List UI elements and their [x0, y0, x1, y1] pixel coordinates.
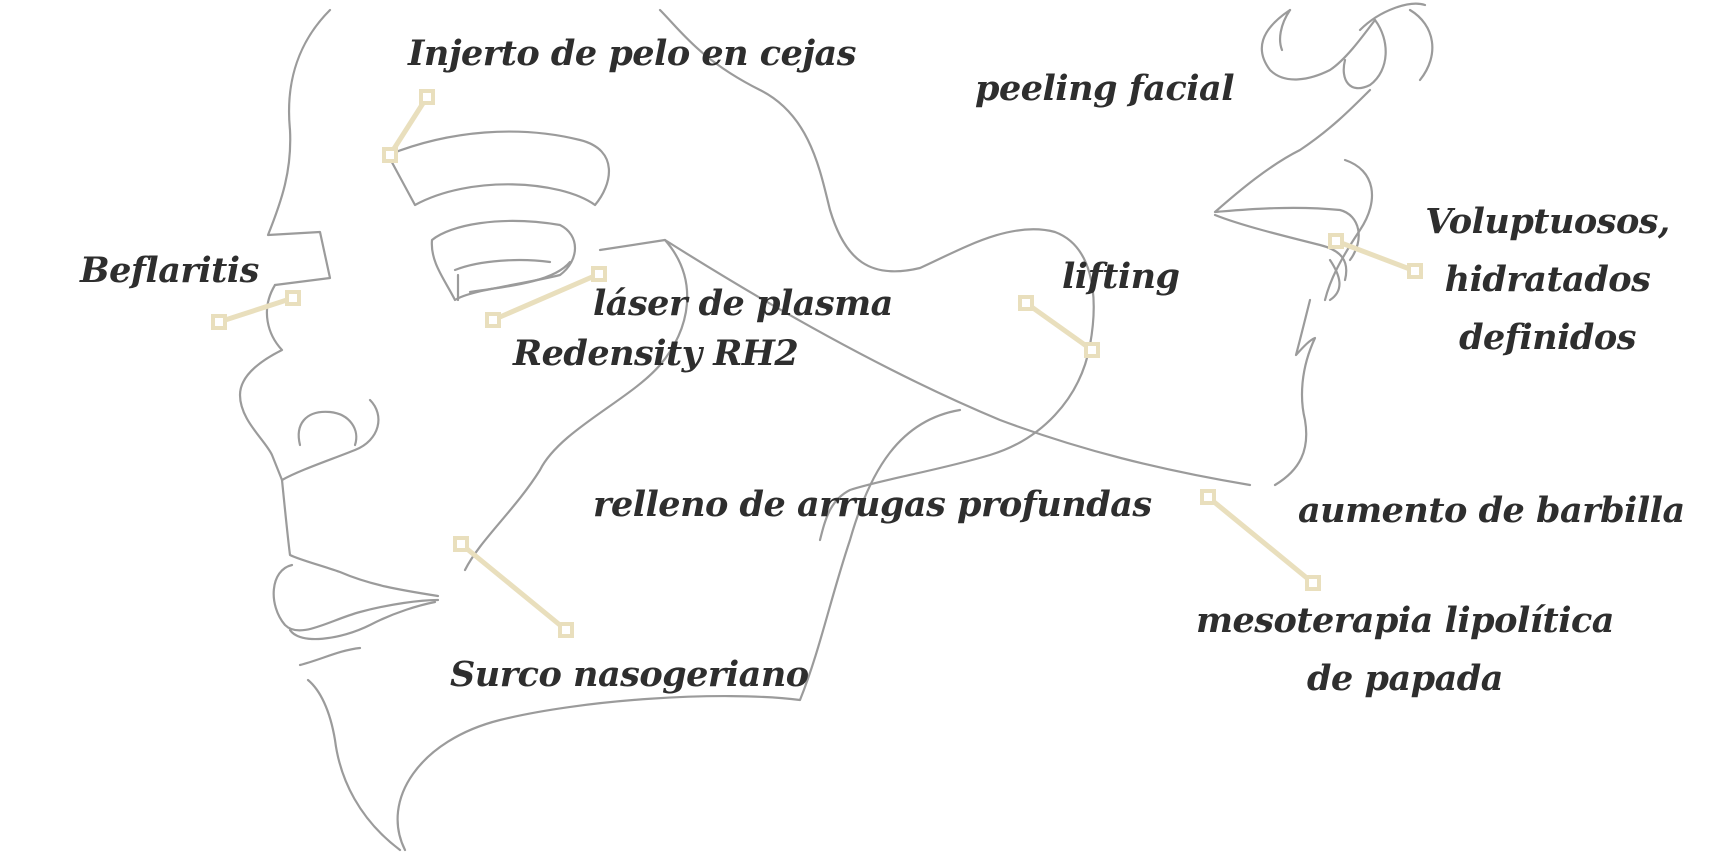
label-mesoterapia-lipolitica-de-papada: mesoterapia lipolítica de papada: [1190, 592, 1620, 708]
leader-line-injerto-cejas: [387, 94, 430, 158]
left-face-nose-line: [238, 283, 380, 482]
marker-laser-plasma: [485, 266, 607, 328]
left-face-jaw-line: [396, 408, 962, 852]
marker-labios: [1328, 233, 1423, 279]
marker-square-surco-top: [453, 536, 469, 552]
marker-square-laser-plasma-left: [485, 312, 501, 328]
marker-square-lifting-bottom: [1084, 342, 1100, 358]
left-face-cheek-line: [463, 238, 689, 572]
label-text: aumento de barbilla: [1298, 490, 1685, 531]
label-redensity-rh2: Redensity RH2: [513, 325, 799, 383]
cheek-bone-loop: [818, 343, 1092, 542]
right-face-upper-lip-line: [1213, 88, 1372, 262]
label-text: Beflaritis: [80, 250, 259, 291]
label-line-2: de papada: [1307, 658, 1503, 699]
leader-line-labios: [1333, 238, 1418, 274]
label-laser-de-plasma: láser de plasma: [593, 275, 893, 333]
leader-line-surco: [458, 541, 569, 633]
label-line-1: mesoterapia lipolítica: [1196, 600, 1615, 641]
cheek-diagonal-line: [663, 238, 1252, 487]
left-face-chin-line: [298, 646, 402, 852]
marker-square-laser-plasma-right: [591, 266, 607, 282]
label-text: Surco nasogeriano: [450, 654, 809, 695]
left-face-lower-lip-line: [288, 600, 437, 641]
right-face-nostril-line: [1342, 8, 1434, 90]
left-face-eyebrow-line: [386, 130, 611, 207]
label-injerto-de-pelo-en-cejas: Injerto de pelo en cejas: [408, 25, 856, 83]
marker-square-beflaritis-right: [285, 290, 301, 306]
leader-line-lifting: [1023, 300, 1095, 353]
hairline-curve: [658, 8, 1095, 347]
right-face-nose-bridge-line: [1279, 2, 1427, 52]
marker-injerto-cejas: [382, 89, 435, 163]
label-line-1: Voluptuosos,: [1425, 201, 1670, 242]
leader-line-beflaritis: [216, 295, 296, 325]
marker-square-labios-right: [1407, 263, 1423, 279]
left-face-nostril-line: [297, 410, 358, 447]
label-beflaritis: Beflaritis: [80, 242, 259, 300]
label-line-2: hidratados: [1444, 259, 1651, 300]
marker-surco: [453, 536, 574, 638]
right-face-drawing: [658, 2, 1434, 542]
left-face-forehead-line: [266, 8, 332, 287]
label-text: lifting: [1062, 256, 1180, 297]
marker-square-beflaritis-left: [211, 314, 227, 330]
label-voluptuosos-hidratados-definidos: Voluptuosos, hidratados definidos: [1425, 193, 1670, 367]
label-relleno-de-arrugas-profundas: relleno de arrugas profundas: [593, 476, 1152, 534]
left-face-upper-lip-line: [280, 478, 440, 598]
label-text: relleno de arrugas profundas: [593, 484, 1152, 525]
leader-line-laser-plasma: [490, 271, 602, 323]
label-text: peeling facial: [975, 68, 1235, 109]
marker-square-surco-bottom: [558, 622, 574, 638]
label-line-3: definidos: [1459, 317, 1636, 358]
annotation-markers: [211, 89, 1423, 638]
marker-lifting: [1018, 295, 1100, 358]
marker-square-mesoterapia-bottom: [1305, 575, 1321, 591]
label-text: Injerto de pelo en cejas: [408, 33, 856, 74]
label-lifting: lifting: [1062, 248, 1180, 306]
leader-line-mesoterapia: [1205, 494, 1316, 586]
label-peeling-facial: peeling facial: [975, 60, 1235, 118]
marker-beflaritis: [211, 290, 301, 330]
marker-square-injerto-cejas-bottom: [382, 147, 398, 163]
marker-square-mesoterapia-top: [1200, 489, 1216, 505]
left-face-drawing: [238, 8, 962, 852]
marker-square-injerto-cejas-top: [419, 89, 435, 105]
label-surco-nasogeriano: Surco nasogeriano: [450, 646, 809, 704]
marker-square-labios-left: [1328, 233, 1344, 249]
marker-mesoterapia: [1200, 489, 1321, 591]
label-text: Redensity RH2: [513, 333, 799, 374]
right-face-mouth-line: [1213, 213, 1348, 282]
right-face-lower-lip-line: [1323, 158, 1374, 302]
left-face-eye-lid-line: [453, 258, 572, 302]
left-face-eye-line: [430, 219, 576, 302]
right-face-chin-line: [1273, 298, 1317, 487]
label-text: láser de plasma: [593, 283, 893, 324]
right-face-nose-top-line: [1260, 8, 1377, 81]
left-face-mouth-line: [272, 563, 440, 632]
label-aumento-de-barbilla: aumento de barbilla: [1298, 482, 1685, 540]
marker-square-lifting-top: [1018, 295, 1034, 311]
